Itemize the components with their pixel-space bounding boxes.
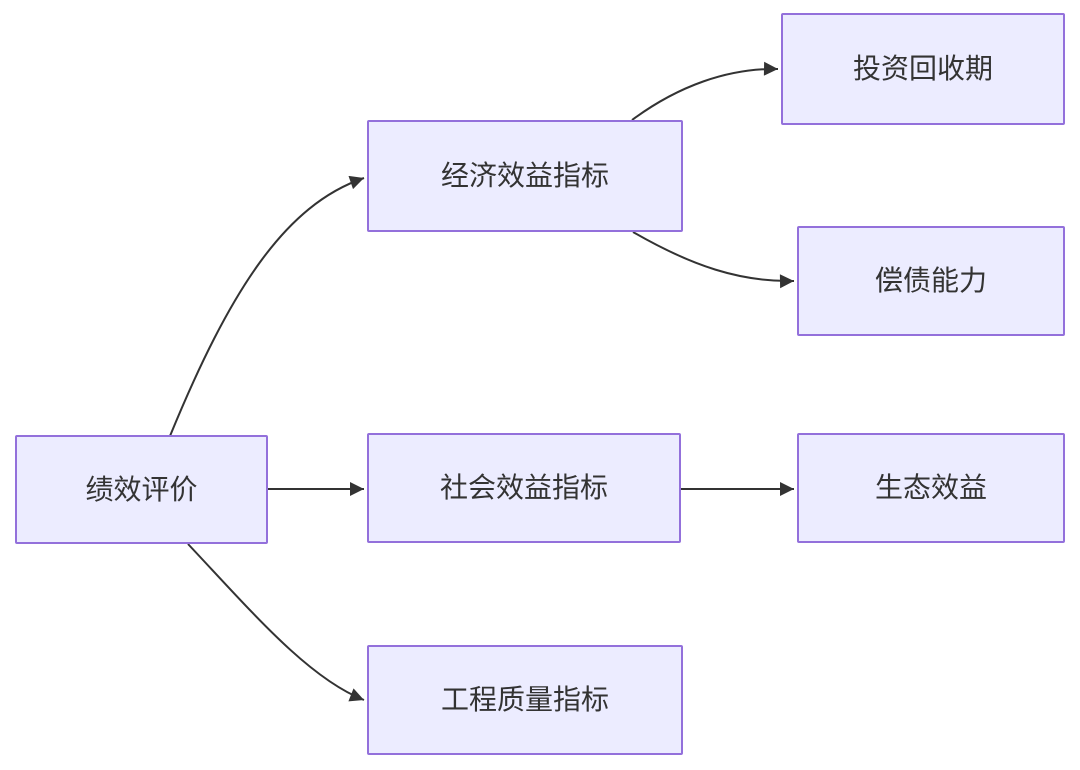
node-economic-benefit-indicators: 经济效益指标 [367,120,683,232]
node-label: 绩效评价 [85,473,198,505]
node-label: 投资回收期 [852,53,993,85]
node-ecological-benefit: 生态效益 [797,433,1065,543]
node-label: 工程质量指标 [440,684,609,716]
node-debt-repayment-capacity: 偿债能力 [797,226,1065,336]
node-engineering-quality-indicators: 工程质量指标 [367,645,683,755]
node-label: 经济效益指标 [440,160,609,192]
edge-economic-to-debt [632,231,795,289]
edge-performance-to-economic [169,175,365,437]
node-label: 社会效益指标 [439,472,608,504]
edge-performance-to-quality [187,543,365,702]
node-performance-evaluation: 绩效评价 [15,435,268,544]
node-label: 生态效益 [874,472,987,504]
node-label: 偿债能力 [874,265,987,297]
node-social-benefit-indicators: 社会效益指标 [367,433,681,543]
edge-economic-to-payback [631,61,779,121]
node-investment-payback-period: 投资回收期 [781,13,1065,125]
